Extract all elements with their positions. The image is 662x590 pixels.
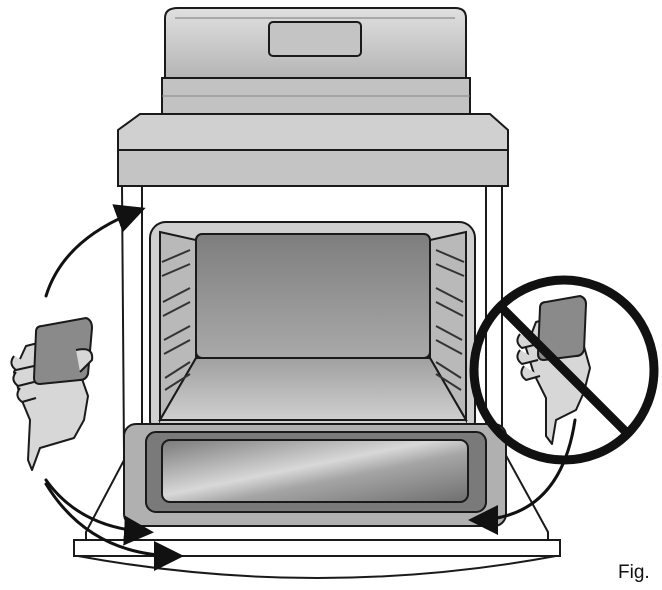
display-window: [269, 22, 361, 56]
hand-holding-sponge-icon: [11, 318, 92, 470]
door-window: [162, 440, 468, 502]
figure-label: Fig.: [618, 562, 650, 584]
control-panel: [162, 8, 470, 122]
oven-cavity: [150, 222, 475, 437]
cooktop: [118, 114, 508, 186]
hand-holding-sponge-icon: [517, 296, 590, 444]
